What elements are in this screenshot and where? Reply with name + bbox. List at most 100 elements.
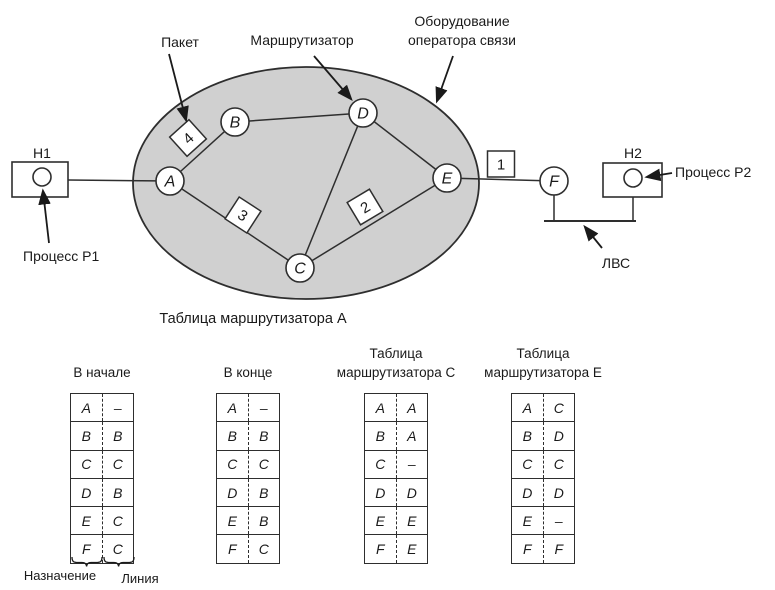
- packet-3: 3: [223, 195, 263, 235]
- destination-cell: F: [522, 541, 532, 558]
- table-title-top: [17, 344, 187, 363]
- destination-cell: D: [227, 484, 238, 501]
- router-d-label: D: [357, 106, 369, 123]
- line-cell: B: [101, 478, 134, 507]
- equipment-arrow: [435, 55, 454, 104]
- router-a-table-title: Таблица маршрутизатора A: [159, 311, 347, 327]
- line-cell: B: [247, 478, 280, 507]
- process-p2-circle: [623, 168, 643, 188]
- line-cell: D: [542, 422, 575, 450]
- table-row: A–: [71, 394, 133, 422]
- router-f: F: [539, 166, 569, 196]
- packet-arrow: [168, 53, 189, 123]
- line-cell: B: [247, 422, 280, 450]
- table-title-top: [163, 344, 333, 363]
- destination-cell: C: [81, 456, 92, 473]
- table-row: A–: [217, 394, 280, 422]
- destination-cell: B: [81, 427, 91, 444]
- routers: A B C D E F: [155, 98, 569, 283]
- router-e-label: E: [442, 171, 453, 188]
- destination-cell: E: [522, 512, 532, 529]
- destination-cell: E: [81, 512, 91, 529]
- line-cell: C: [247, 450, 280, 478]
- line-cell: C: [101, 507, 134, 535]
- line-cell: B: [101, 422, 134, 450]
- host-h1-label: H1: [33, 145, 51, 161]
- wan-cloud: [132, 66, 480, 300]
- line-cell: B: [247, 507, 280, 535]
- line-cell: E: [395, 507, 428, 535]
- destination-cell: F: [375, 541, 385, 558]
- network-diagram: 4 3 2 1 A B: [11, 13, 752, 300]
- line-cell: C: [101, 450, 134, 478]
- destination-brace: [71, 556, 103, 567]
- table-title-bottom: маршрутизатора E: [484, 365, 602, 380]
- line-cell: C: [101, 535, 134, 563]
- link-b-d: [234, 112, 364, 123]
- packet-4: 4: [168, 118, 208, 158]
- destination-cell: E: [227, 512, 237, 529]
- operator-equipment-label-line1: Оборудование: [414, 13, 509, 29]
- lan-arrow: [583, 224, 603, 249]
- destination-cell: D: [81, 484, 92, 501]
- line-cell: –: [395, 450, 428, 478]
- packet-callout-label: Пакет: [161, 34, 199, 50]
- router-c: C: [285, 253, 315, 283]
- table-title-top: Таблица: [369, 346, 423, 361]
- process-p1-arrow: [38, 188, 51, 244]
- line-cell: C: [247, 535, 280, 563]
- link-d-e: [362, 112, 448, 179]
- link-e-f: [446, 177, 555, 182]
- operator-equipment-label-line2: оператора связи: [408, 32, 516, 48]
- destination-cell: A: [522, 399, 532, 416]
- router-a: A: [155, 166, 185, 196]
- router-c-label: C: [294, 261, 306, 278]
- router-b-label: B: [230, 115, 241, 132]
- network-links: [67, 112, 636, 269]
- packet-1-number: 1: [497, 157, 505, 174]
- line-cell: D: [542, 478, 575, 507]
- callout-arrows: [38, 53, 673, 249]
- router-e: E: [432, 163, 462, 193]
- destination-cell: B: [522, 427, 532, 444]
- table-row: E–: [512, 506, 574, 535]
- table-row: C–: [365, 449, 428, 478]
- process-p2-label: Процесс P2: [675, 164, 752, 180]
- destination-cell: A: [81, 399, 91, 416]
- table-title-bottom: В конце: [223, 365, 273, 380]
- process-p2-arrow: [644, 168, 673, 182]
- destination-cell: F: [227, 541, 237, 558]
- router-f-label: F: [549, 174, 560, 191]
- line-cell: C: [542, 450, 575, 478]
- destination-cell: C: [522, 456, 533, 473]
- line-cell: –: [247, 394, 280, 422]
- destination-cell: D: [522, 484, 533, 501]
- table-title-bottom: В начале: [73, 365, 131, 380]
- router-b: B: [220, 107, 250, 137]
- line-cell: E: [395, 535, 428, 563]
- router-callout-label: Маршрутизатор: [250, 32, 353, 48]
- line-cell: A: [395, 422, 428, 450]
- line-brace: [103, 556, 135, 567]
